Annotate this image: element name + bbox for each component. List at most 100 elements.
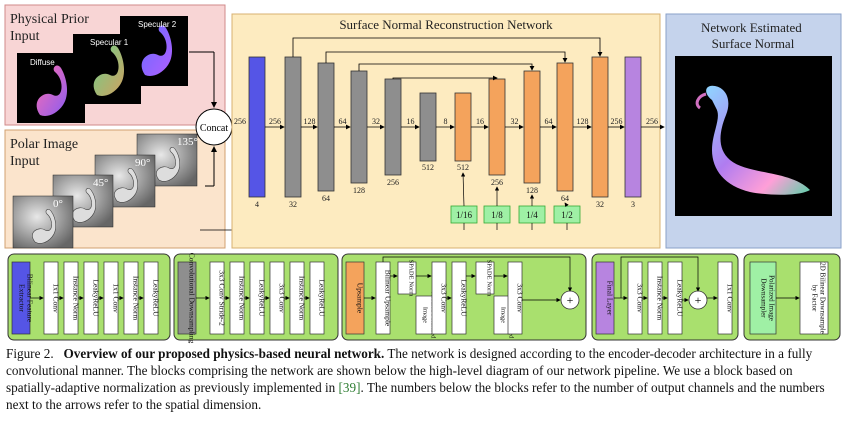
svg-text:LeakyReLU: LeakyReLU	[92, 279, 101, 317]
spatial-dim-label: 16	[407, 117, 415, 126]
encoder-block-4	[384, 78, 402, 176]
module-layer: LeakyReLU	[309, 261, 327, 335]
module-layer: 3x3 Conv	[269, 261, 287, 335]
polar-image-0: 0°	[12, 195, 74, 249]
caption-ref-link[interactable]: [39]	[338, 380, 361, 395]
output-title-l1: Network Estimated	[701, 20, 802, 35]
svg-text:LeakyReLU: LeakyReLU	[258, 279, 267, 317]
polar-angle-label: 90°	[135, 157, 150, 169]
encoder-block-5	[419, 92, 437, 162]
spatial-dim-label: 8	[444, 117, 448, 126]
decoder-block-4	[556, 62, 574, 192]
decoder-block-2-channels: 256	[491, 178, 503, 187]
decoder-block-2	[488, 78, 506, 176]
output-block-channels: 3	[631, 200, 635, 209]
polar-images-stack: 135°90°45°0°	[12, 133, 198, 249]
skip-connection	[358, 63, 535, 71]
svg-text:LeakyReLU: LeakyReLU	[460, 279, 469, 317]
network-title: Surface Normal Reconstruction Network	[339, 17, 553, 32]
network-panel	[231, 13, 661, 249]
spatial-dim-label: 32	[372, 117, 380, 126]
svg-text:3x3 Conv: 3x3 Conv	[278, 283, 287, 313]
module-layer: 1x1 Conv	[717, 261, 735, 335]
output-title: Network Estimated Surface Normal	[701, 20, 805, 51]
svg-text:1x1 Conv: 1x1 Conv	[112, 283, 121, 313]
module-head-conv-downsampling: Convolutional Downsampling	[177, 253, 197, 344]
svg-text:Instance Norm: Instance Norm	[72, 276, 81, 321]
module-head-image-downsampler: Polarized ImageDownsampler	[749, 261, 777, 335]
skip-connection	[392, 75, 498, 81]
svg-text:Polarized ImageDownsampler: Polarized ImageDownsampler	[760, 275, 776, 321]
svg-text:Convolutional Downsampling: Convolutional Downsampling	[188, 253, 197, 344]
encoder-block-5-channels: 512	[422, 163, 434, 172]
spatial-dim-label: 64	[339, 117, 347, 126]
svg-text:2D Bilinear Downsampleby Facto: 2D Bilinear Downsampleby Factor	[811, 262, 827, 334]
svg-text:Instance Norm: Instance Norm	[298, 276, 307, 321]
polar-image-title-l2: Input	[10, 154, 40, 169]
encoder-block-3	[350, 70, 368, 184]
skip-connection	[325, 51, 568, 63]
svg-text:1/4: 1/4	[526, 210, 538, 220]
module-layer: 3x3 Conv	[507, 261, 525, 335]
spatial-dim-label: 32	[511, 117, 519, 126]
svg-text:+: +	[567, 293, 574, 307]
spatial-dim-label: 256	[269, 117, 281, 126]
spatial-dim-label: 256	[646, 117, 658, 126]
spatial-dim-label: 16	[476, 117, 484, 126]
caption-label: Figure 2.	[6, 346, 54, 361]
input-block-channels: 4	[255, 200, 259, 209]
decoder-block-3-channels: 128	[526, 186, 538, 195]
decoder-block-5-channels: 32	[596, 200, 604, 209]
downsample-box-1: 1/16	[450, 172, 478, 230]
architecture-diagram: Physical Prior Input Specular 2 Specular…	[4, 4, 842, 344]
svg-text:Final Layer: Final Layer	[606, 281, 615, 316]
module-layer: 3x3 Conv	[627, 261, 645, 335]
svg-text:LeakyReLU: LeakyReLU	[676, 279, 685, 317]
physical-prior-title: Physical Prior Input	[10, 12, 92, 44]
diffuse-label: Diffuse	[30, 58, 55, 67]
encoder-block-3-channels: 128	[353, 186, 365, 195]
spatial-dim-label: 256	[611, 117, 623, 126]
encoder-block-1-channels: 32	[289, 200, 297, 209]
svg-text:1/8: 1/8	[491, 210, 503, 220]
svg-text:Upsample: Upsample	[356, 283, 365, 314]
svg-text:LeakyReLU: LeakyReLU	[318, 279, 327, 317]
module-head-upsample: Upsample	[345, 261, 365, 335]
svg-text:SPADE Norm: SPADE Norm	[408, 260, 415, 297]
encoder-block-1	[284, 56, 302, 198]
decoder-block-1-channels: 512	[457, 163, 469, 172]
diffuse-image: Diffuse	[17, 53, 85, 123]
decoder-block-4-channels: 64	[561, 194, 569, 203]
svg-text:3x3 Conv: 3x3 Conv	[440, 283, 449, 313]
physical-prior-title-l1: Physical Prior	[10, 12, 89, 27]
caption-text-2: . The numbers below the blocks refer to …	[6, 380, 825, 412]
specular-1-label: Specular 1	[90, 38, 129, 47]
module-layer: 2D Bilinear Downsampleby Factor	[799, 261, 829, 335]
caption-text-1: The network is designed according to the…	[6, 346, 813, 395]
skip-connection	[292, 37, 603, 57]
spatial-dim-label: 64	[545, 117, 553, 126]
decoder-block-3	[523, 70, 541, 184]
module-layer: LeakyReLU	[143, 261, 161, 335]
downsample-box-2: 1/8	[483, 186, 511, 230]
svg-text:1/2: 1/2	[561, 210, 573, 220]
decoder-block-1	[454, 92, 472, 162]
polar-image-title: Polar Image Input	[10, 137, 82, 169]
caption-bold: Overview of our proposed physics-based n…	[63, 346, 385, 361]
polar-angle-label: 45°	[93, 177, 108, 189]
svg-text:3x3 Conv: 3x3 Conv	[516, 283, 525, 313]
module-layer: LeakyReLU	[451, 261, 469, 335]
svg-text:SPADE Norm: SPADE Norm	[486, 260, 493, 297]
input-block	[248, 56, 266, 198]
module-spade-norm: SPADE Norm	[475, 260, 495, 297]
physical-prior-title-l2: Input	[10, 29, 40, 44]
spatial-dim-label: 256	[234, 117, 246, 126]
module-layer: Instance Norm	[63, 261, 81, 335]
module-layer: LeakyReLU	[667, 261, 685, 335]
output-block	[624, 56, 642, 198]
svg-text:Instance Norm: Instance Norm	[132, 276, 141, 321]
output-title-l2: Surface Normal	[712, 36, 795, 51]
downsample-box-3: 1/4	[518, 194, 546, 230]
